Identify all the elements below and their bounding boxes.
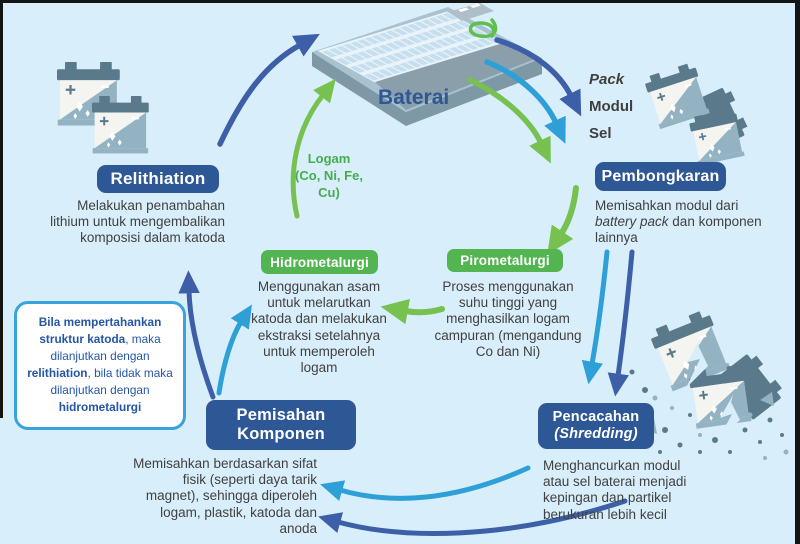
note-bold-2: relithiation [27, 366, 88, 381]
arrow-pembongkaran-to-pirometalurgi [547, 185, 579, 255]
arrow-hidrometalurgi-to-baterai [290, 78, 336, 219]
stage-pirometalurgi: Pirometalurgi [447, 249, 563, 272]
pembongkaran-desc-pre: Memisahkan modul dari [595, 198, 739, 213]
relithiation-description: Melakukan penambahan lithium untuk menge… [50, 198, 225, 246]
stage-relithiation: Relithiation [97, 165, 219, 193]
pirometalurgi-description: Proses menggunakan suhu tinggi yang meng… [434, 279, 582, 359]
battery-icon [55, 60, 150, 155]
modul-label: Modul [589, 98, 634, 115]
pencacahan-line2: (Shredding) [554, 426, 638, 442]
pack-modul-sel-labels: Pack Modul Sel [589, 66, 633, 147]
cycle-arrows [178, 33, 635, 536]
logam-line1: Logam [307, 151, 351, 166]
note-normal-2: , bila tidak maka dilanjutkan dengan [50, 366, 173, 398]
arrow-baterai-to-pack [494, 37, 582, 117]
arrow-relithiation-to-baterai [217, 33, 320, 147]
stage-hidrometalurgi: Hidrometalurgi [261, 250, 378, 274]
pack-label: Pack [589, 71, 625, 88]
arrow-pembongkaran-to-pencacahan-navy [607, 249, 635, 397]
arrow-pembongkaran-to-pencacahan-blue [581, 249, 610, 385]
frame-edge-top [0, 0, 800, 3]
arrow-baterai-to-sel [467, 77, 551, 164]
pencacahan-description: Menghancurkan modul atau sel baterai men… [543, 458, 687, 522]
note-normal-1: , maka dilanjutkan dengan [50, 332, 161, 364]
arrow-pencacahan-to-pemisahan-navy [318, 498, 628, 536]
pemisahan-line2: Komponen [237, 425, 325, 443]
stage-pemisahan-komponen: Pemisahan Komponen [206, 400, 356, 450]
logam-line3: Cu) [318, 185, 340, 201]
logam-label: Logam (Co, Ni, Fe, Cu) [292, 150, 366, 201]
battery-icon [642, 60, 751, 167]
hidrometalurgi-description: Menggunakan asam untuk melarutkan katoda… [251, 279, 387, 375]
sel-label: Sel [589, 125, 612, 142]
logam-line2: (Co, Ni, Fe, [295, 168, 363, 184]
baterai-title: Baterai [378, 86, 450, 109]
arrow-pemisahan-to-relithiation [178, 270, 216, 400]
stage-pencacahan-shredding: Pencacahan (Shredding) [538, 403, 654, 449]
pembongkaran-description: Memisahkan modul dari battery pack dan k… [595, 198, 763, 247]
pembongkaran-desc-post: dan komponen lainnya [595, 214, 762, 246]
arrow-pencacahan-to-pemisahan-blue [320, 465, 531, 501]
arrow-pirometalurgi-to-hidrometalurgi [380, 298, 445, 325]
note-box: Bila mempertahankan struktur katoda, mak… [14, 301, 186, 430]
pemisahan-line1: Pemisahan [236, 406, 326, 425]
arrow-pemisahan-to-hidrometalurgi [216, 304, 252, 396]
battery-pack-illustration [312, 3, 542, 126]
arrow-baterai-to-modul [484, 59, 566, 144]
pencacahan-line1: Pencacahan [552, 408, 640, 425]
stage-pembongkaran: Pembongkaran [595, 162, 726, 191]
pembongkaran-desc-italic: battery pack [595, 214, 669, 230]
frame-edge-left [0, 0, 3, 418]
frame-edge-right [795, 0, 800, 544]
pemisahan-description: Memisahkan berdasarkan sifat fisik (sepe… [133, 456, 317, 536]
note-bold-1: Bila mempertahankan struktur katoda [38, 315, 162, 347]
note-bold-3: hidrometalurgi [58, 400, 142, 415]
